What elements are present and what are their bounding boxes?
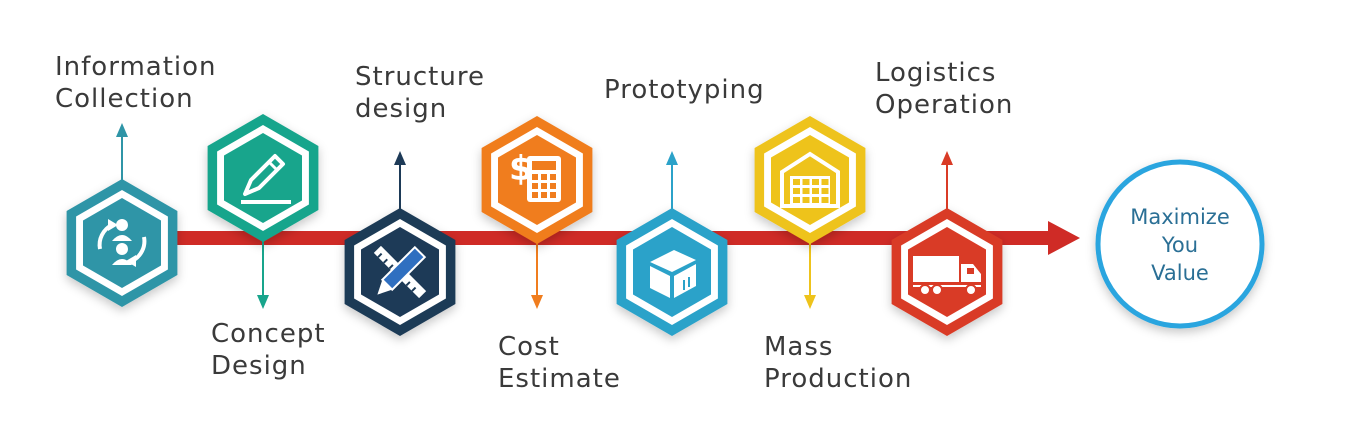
pencil-ruler-icon — [373, 245, 427, 299]
calculator-icon: $ — [509, 149, 561, 202]
final-circle — [1095, 159, 1265, 329]
connector-arrow — [804, 240, 816, 309]
pencil-icon — [241, 154, 291, 204]
step-hexagon — [891, 208, 1003, 336]
step-hexagon: $ — [481, 116, 593, 244]
step-label-prototyping: Prototyping — [604, 75, 765, 105]
svg-text:$: $ — [509, 149, 533, 189]
step-hexagon — [616, 208, 728, 336]
box-icon — [650, 250, 696, 298]
connector-arrow — [941, 151, 953, 212]
truck-icon — [913, 256, 981, 296]
connector-arrow — [257, 238, 269, 309]
connector-arrow — [531, 240, 543, 309]
warehouse-icon — [780, 151, 840, 208]
people-cycle-icon — [97, 219, 147, 267]
connector-arrow — [666, 151, 678, 212]
step-hexagon — [66, 179, 178, 307]
connector-arrow — [116, 123, 128, 183]
step-hexagon — [344, 208, 456, 336]
step-hexagon — [207, 114, 319, 242]
step-hexagon — [754, 116, 866, 244]
connector-arrow — [394, 151, 406, 212]
